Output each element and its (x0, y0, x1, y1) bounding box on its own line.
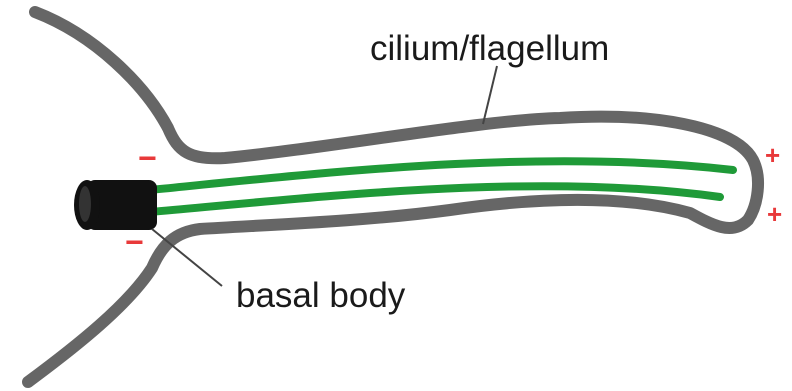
plus-sign-bottom: + (767, 199, 782, 229)
label-basal-body: basal body (236, 276, 406, 315)
label-cilium-flagellum: cilium/flagellum (370, 29, 609, 68)
plus-sign-top: + (765, 140, 780, 170)
minus-sign-top: − (138, 140, 157, 176)
minus-sign-bottom: − (125, 224, 144, 260)
leader-line-cilium (483, 66, 497, 124)
basal-body-end-highlight (79, 186, 91, 222)
basal-body (74, 180, 157, 230)
